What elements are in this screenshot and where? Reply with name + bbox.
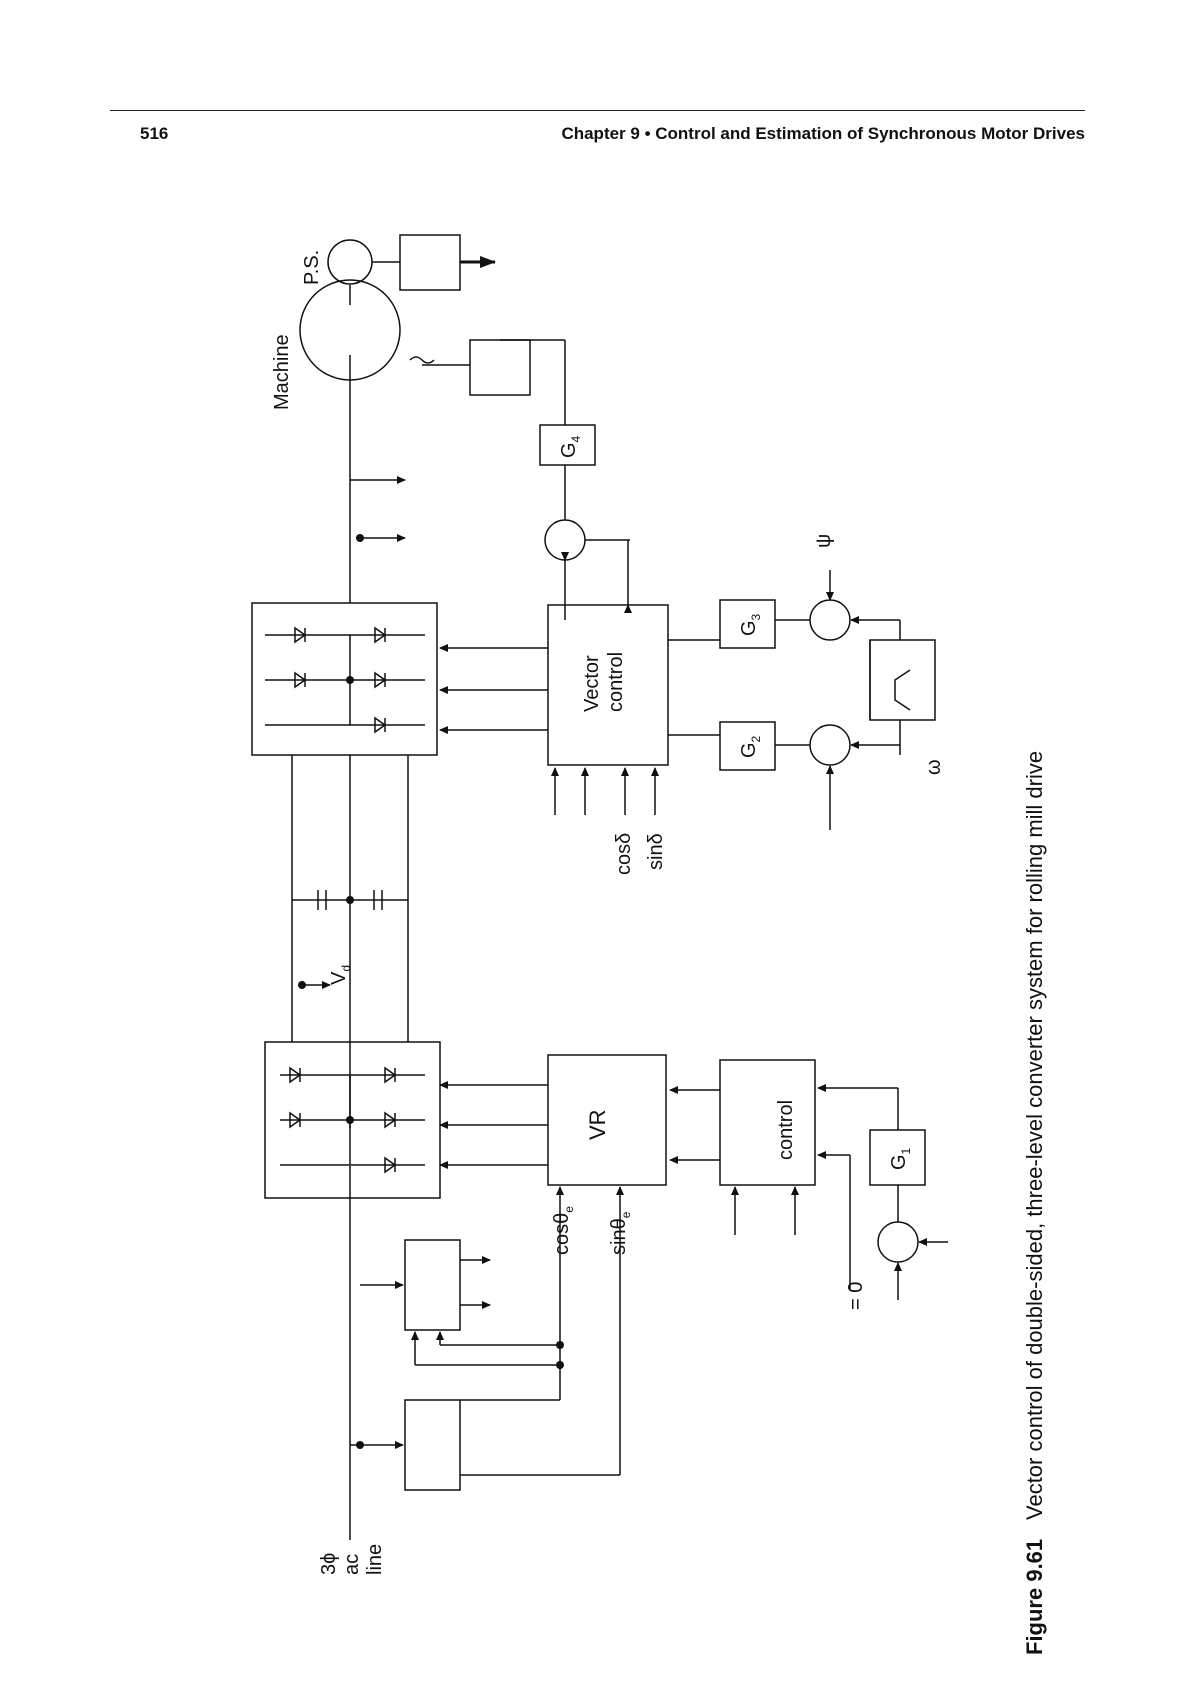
label-cos-theta-main: cosθ <box>551 1213 573 1255</box>
label-g2: G2 <box>738 735 763 758</box>
label-vd-main: V <box>328 971 350 985</box>
label-g1-sub: 1 <box>899 1147 913 1154</box>
speed-summing-junction <box>810 725 850 765</box>
load-box <box>400 235 460 290</box>
label-sin-delta: sinδ <box>645 833 667 870</box>
current-resolver-box <box>405 1240 460 1330</box>
label-sin-theta-main: sinθ <box>608 1218 630 1255</box>
label-vd-sub: d <box>339 965 353 972</box>
vd-summing-junction <box>878 1222 918 1262</box>
pll-box <box>405 1400 460 1490</box>
label-omega-r: ω <box>923 759 945 775</box>
label-g4: G4 <box>558 435 583 458</box>
label-sin-theta: sinθe <box>608 1211 633 1255</box>
label-g4-main: G <box>558 442 580 458</box>
junction-dots <box>298 534 564 1449</box>
label-cos-delta: cosδ <box>613 833 635 875</box>
label-iq-zero: = 0 <box>845 1282 867 1310</box>
label-g2-sub: 2 <box>749 735 763 742</box>
label-3phi: 3ϕ <box>318 1553 340 1575</box>
label-psi-s: ψ <box>813 534 835 548</box>
right-converter-thyristors <box>265 628 425 732</box>
right-converter-box <box>252 603 437 755</box>
label-ac: ac <box>341 1554 363 1575</box>
label-g2-main: G <box>738 742 760 758</box>
label-g3: G3 <box>738 613 763 636</box>
label-cos-theta: cosθe <box>551 1206 576 1255</box>
position-sensor-circle <box>328 240 372 284</box>
label-g4-sub: 4 <box>569 435 583 442</box>
flux-program-curve <box>895 670 910 710</box>
label-vector-control: control <box>605 652 627 712</box>
ipiq-control-box <box>720 1060 815 1185</box>
field-supply-box <box>470 340 530 395</box>
label-sin-theta-sub: e <box>619 1211 633 1218</box>
label-vr: VR <box>585 1109 610 1140</box>
label-g1-main: G <box>888 1154 910 1170</box>
label-machine: Machine <box>271 334 293 410</box>
label-ps: P.S. <box>301 250 323 285</box>
flux-program-box <box>870 640 935 720</box>
label-g3-main: G <box>738 620 760 636</box>
label-line: line <box>364 1544 386 1575</box>
label-cos-theta-sub: e <box>562 1206 576 1213</box>
label-vd: Vd <box>328 965 353 985</box>
label-vector: Vector <box>581 655 603 712</box>
label-g1: G1 <box>888 1147 913 1170</box>
field-coil <box>410 357 434 363</box>
label-g3-sub: 3 <box>749 613 763 620</box>
figure-caption-text: Vector control of double-sided, three-le… <box>1022 751 1047 1520</box>
figure-caption-label: Figure 9.61 <box>1022 1539 1047 1655</box>
if-summing-junction <box>545 520 585 560</box>
label-ipiq-control: control <box>775 1100 797 1160</box>
psi-summing-junction <box>810 600 850 640</box>
